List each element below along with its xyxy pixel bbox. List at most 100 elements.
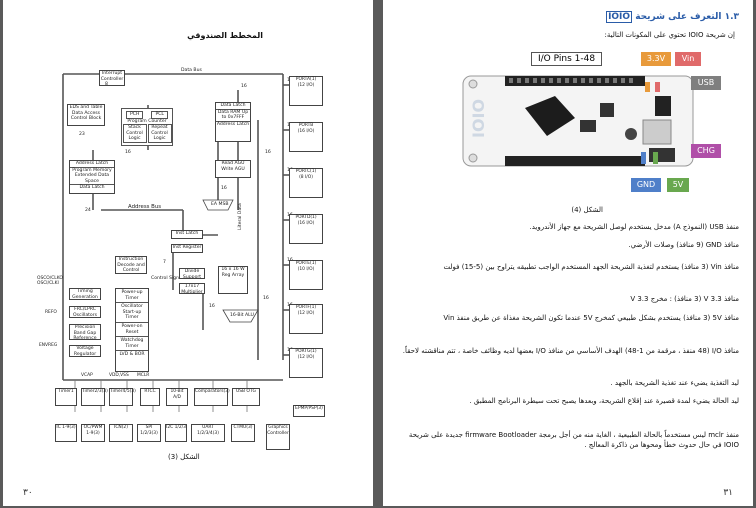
peripheral-uart: UART 1/2/3/4(3) xyxy=(191,424,225,442)
program-counter: Program Counter xyxy=(127,118,167,124)
instruction-decode: Instruction Decode and Control xyxy=(115,256,147,274)
port-name: PORTF(1) xyxy=(295,305,317,310)
peripheral-rtcc: RTCC xyxy=(140,388,160,406)
mclr-label: MCLR xyxy=(137,373,150,378)
ea-msb-label: EA MSB xyxy=(211,202,229,207)
port-b: PORTB(16 I/O) xyxy=(289,122,323,152)
precision-band-gap: Precision Band Gap Reference xyxy=(69,324,101,340)
address-bus-label: Address Bus xyxy=(128,204,162,210)
port-c: PORTC(1)(8 I/O) xyxy=(289,168,323,198)
peripheral-ic: IC 1-9(3) xyxy=(55,424,77,442)
reset-timers-group: Power-up Timer Oscillator Start-up Timer… xyxy=(115,288,149,372)
bus-width-label: 23 xyxy=(79,132,85,137)
voltage-regulator: Voltage Regulator xyxy=(69,345,101,357)
data-latch: Data Latch xyxy=(79,185,105,191)
bus-width-label: 16 xyxy=(265,150,271,155)
literal-data-label: Literal Data xyxy=(238,203,243,230)
peripheral-spi: SPI 1/2/3(3) xyxy=(137,424,161,442)
w-reg-array: 16 x 16 W Reg Array xyxy=(218,266,248,294)
label-gnd: GND xyxy=(631,178,661,192)
divide-support: Divide Support xyxy=(179,268,205,279)
left-page: المخطط الصندوقي xyxy=(3,0,373,506)
io-pins-label: I/O Pins 1-48 xyxy=(531,52,603,66)
eds-table-block: EDS and Table Data Access Control Block xyxy=(67,104,105,126)
data-ram: Data RAM Up to 0x7FFF xyxy=(216,109,250,122)
peripheral-timer23: Timer2/3(3) xyxy=(81,388,108,406)
power-up-timer: Power-up Timer xyxy=(116,289,148,304)
bus-width-label: 16 xyxy=(241,84,247,89)
timing-generation: Timing Generation xyxy=(69,288,101,300)
paragraph-vin: منافذ Vin (3 منافذ) يستخدم لتغذية الشريح… xyxy=(443,263,739,271)
port-pins: (16 I/O) xyxy=(297,129,315,134)
port-d: PORTD(1)(16 I/O) xyxy=(289,214,323,244)
peripheral-comparators: Comparators(3) xyxy=(194,388,230,406)
port-g: PORTG(1)(12 I/O) xyxy=(289,348,323,378)
osc-pins-label: OSCO/CLKO OSCI/CLKI xyxy=(37,276,63,286)
paragraph-io: منافذ I/O (48 منفذ ، مرقمة من 1-48) الهد… xyxy=(402,347,739,355)
power-on-reset: Power-on Reset xyxy=(116,323,148,338)
bus-width-label: 16 xyxy=(125,150,131,155)
pcl-register: PCL xyxy=(151,111,168,119)
port-name: PORTG(1) xyxy=(295,349,317,354)
peripheral-usb-otg: USB OTG xyxy=(232,388,260,406)
stack-control-logic: Stack Control Logic xyxy=(122,124,147,143)
envreg-label: ENVREG xyxy=(39,343,58,348)
multiplier: 17x17 Multiplier xyxy=(179,283,205,294)
read-write-agu: Read AGU Write AGU xyxy=(215,160,251,178)
diagram-title: المخطط الصندوقي xyxy=(187,31,263,40)
port-pins: (16 I/O) xyxy=(297,221,315,226)
right-page: ١.٣ التعرف على شريحة IOIO إن شريحة IOIO … xyxy=(383,0,753,506)
frc-lprc-oscillators: FRC/LPRC Oscillators xyxy=(69,306,101,318)
program-counter-group: PCH PCL Program Counter Stack Control Lo… xyxy=(121,108,173,146)
ioio-board-figure: IOIO I/O Pins 1-48 3.3V Vin USB CHG GND … xyxy=(455,48,725,198)
vcap-label: VCAP xyxy=(81,373,93,378)
section-title: التعرف على شريحة xyxy=(635,12,722,22)
address-latch-right: Address Latch xyxy=(216,121,250,127)
refo-label: REFO xyxy=(45,310,57,315)
port-name: PORTD(1) xyxy=(295,215,317,220)
section-heading: ١.٣ التعرف على شريحة IOIO xyxy=(606,11,739,23)
vdd-vss-label: VDD,VSS xyxy=(109,373,129,378)
figure-4-caption: الشكل (4) xyxy=(571,206,603,214)
peripheral-graphics: Graphics Controller xyxy=(266,424,290,450)
alu-label: 16-Bit ALU xyxy=(230,313,254,318)
page-number-right: ٣١ xyxy=(723,488,733,498)
bus-width-label: 24 xyxy=(85,208,91,213)
port-pins: (12 I/O) xyxy=(297,355,315,360)
block-diagram: Data Bus Address Bus Interrupt Controlle… xyxy=(33,60,353,440)
bus-width-label: 16 xyxy=(221,186,227,191)
peripheral-oc-pwm: OC/PWM 1-9(3) xyxy=(81,424,105,442)
peripheral-timer45: Timer4/5(3) xyxy=(109,388,136,406)
peripheral-adc: 10-Bit A/D xyxy=(166,388,188,406)
port-pins: (10 I/O) xyxy=(297,267,315,272)
peripheral-timer1: Timer1 xyxy=(55,388,77,406)
ioio-brand: IOIO xyxy=(606,11,633,23)
port-f: PORTF(1)(12 I/O) xyxy=(289,304,323,334)
label-chg: CHG xyxy=(691,144,721,158)
bus-width-label: 7 xyxy=(163,260,166,265)
peripheral-epmp: EPMP/PSP(3) xyxy=(293,405,325,417)
paragraph-status-led: ليد الحالة يضيء لمدة قصيرة عند إقلاع الش… xyxy=(469,397,739,405)
interrupt-controller: Interrupt Controller xyxy=(99,70,125,86)
pch-register: PCH xyxy=(126,111,144,119)
section-number: ١.٣ xyxy=(724,12,739,22)
peripheral-ctmu: CTMU(3) xyxy=(231,424,255,442)
data-bus-label: Data Bus xyxy=(181,68,202,73)
paragraph-usb: منفذ USB (النموذج A) مدخل يستخدم لوصل ال… xyxy=(529,223,739,231)
paragraph-gnd: منافذ GND (9 منافذ) وصلات الأرضي. xyxy=(628,241,739,249)
data-ram-group: Data Latch Data RAM Up to 0x7FFF Address… xyxy=(215,102,251,142)
paragraph-mclr: منفذ mclr ليس مستخدماً بالحالة الطبيعية … xyxy=(408,431,739,449)
label-5v: 5V xyxy=(667,178,689,192)
port-e: PORTE(1)(10 I/O) xyxy=(289,260,323,290)
intro-text: إن شريحة IOIO تحتوي على المكونات التالية… xyxy=(604,31,735,39)
watchdog-timer: Watchdog Timer xyxy=(116,337,148,352)
figure-3-caption: الشكل (3) xyxy=(168,453,200,461)
oscillator-startup-timer: Oscillator Start-up Timer xyxy=(116,303,148,323)
inst-latch: Inst Latch xyxy=(171,230,203,239)
program-memory: Program Memory Extended Data Space xyxy=(70,168,114,186)
paragraph-5v: منافذ 5V (3 منافذ) يستخدم بشكل طبيعي كمخ… xyxy=(443,314,739,322)
data-latch-right: Data Latch xyxy=(216,103,250,110)
paragraph-power-led: ليد التغذية يضيء عند تغذية الشريحة بالجه… xyxy=(610,379,739,387)
address-latch: Address Latch xyxy=(70,161,114,168)
port-pins: (8 I/O) xyxy=(299,175,313,180)
